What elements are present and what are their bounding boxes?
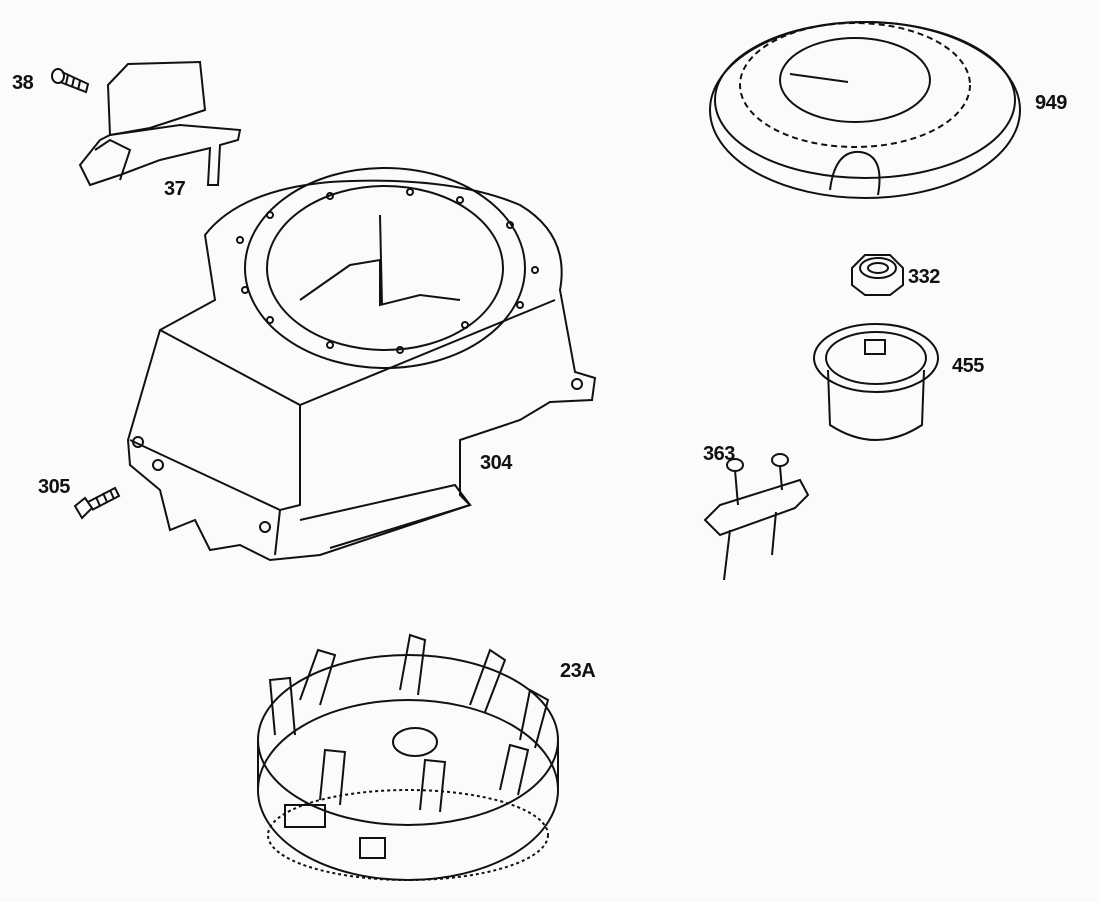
part-37-air-guide[interactable] xyxy=(78,60,242,187)
label-37: 37 xyxy=(164,178,186,200)
part-455-starter-cup[interactable] xyxy=(813,323,939,441)
part-304-blower-housing[interactable] xyxy=(126,167,597,562)
label-23a: 23A xyxy=(560,660,596,682)
part-23a-flywheel[interactable] xyxy=(257,633,559,881)
label-304: 304 xyxy=(480,452,512,474)
label-455: 455 xyxy=(952,355,984,377)
label-38: 38 xyxy=(12,72,34,94)
part-305-bolt[interactable] xyxy=(73,486,121,520)
label-305: 305 xyxy=(38,476,70,498)
part-38-screw[interactable] xyxy=(51,68,90,94)
label-949: 949 xyxy=(1035,92,1067,114)
label-332: 332 xyxy=(908,266,940,288)
part-363-brake-assembly[interactable] xyxy=(703,453,810,581)
label-363: 363 xyxy=(703,443,735,465)
part-949-rotating-screen[interactable] xyxy=(709,21,1021,199)
part-332-nut[interactable] xyxy=(851,254,904,296)
